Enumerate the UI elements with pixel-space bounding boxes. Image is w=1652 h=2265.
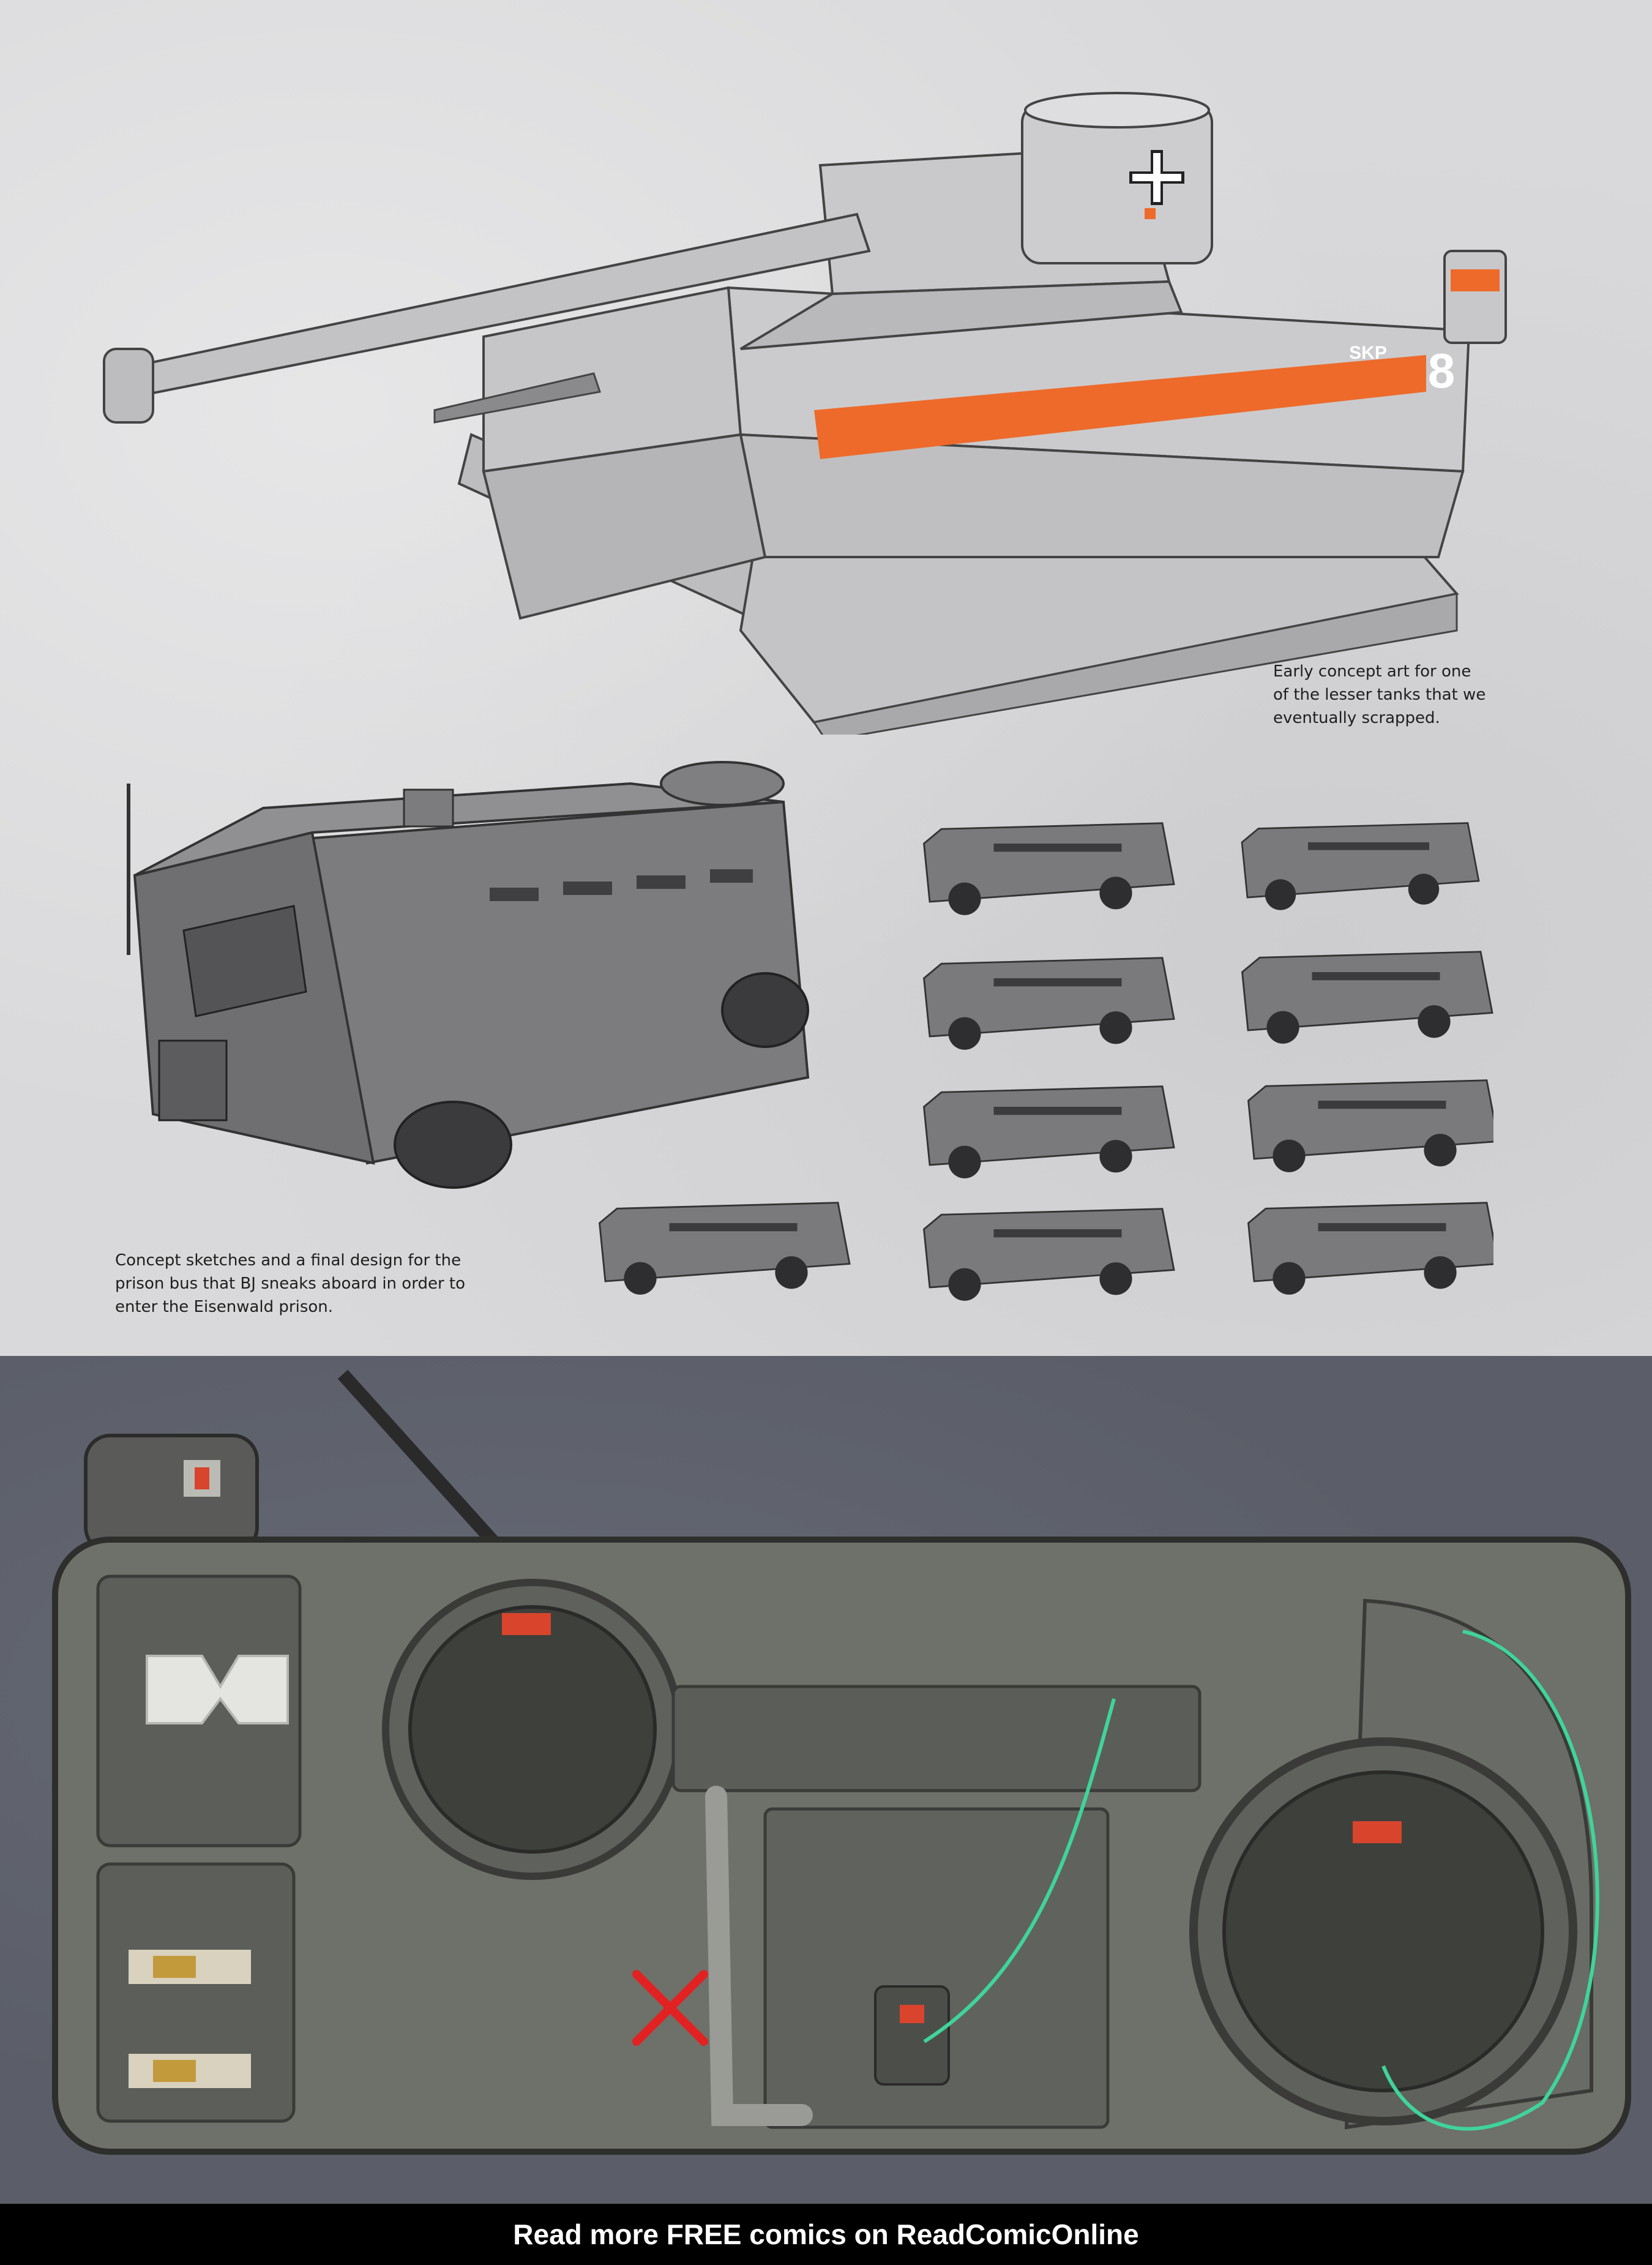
tank-hull-marking: SKP bbox=[1349, 343, 1387, 363]
bus-sketch-grid bbox=[599, 822, 1493, 1302]
bus-sketch-5 bbox=[923, 1085, 1175, 1180]
bus-sketch-6 bbox=[1247, 1079, 1493, 1174]
bus-caption: Concept sketches and a final design for … bbox=[115, 1251, 465, 1316]
bus-topdown-illustration bbox=[52, 1369, 1631, 2155]
bus-sketch-3 bbox=[923, 957, 1175, 1051]
bus-sketch-7 bbox=[599, 1202, 851, 1296]
tank-hull-number: 8 bbox=[1427, 343, 1456, 398]
bus-sketch-8 bbox=[923, 1208, 1175, 1302]
tank-caption: Early concept art for one of the lesser … bbox=[1273, 662, 1486, 727]
footer-text[interactable]: Read more FREE comics on ReadComicOnline bbox=[513, 2218, 1139, 2250]
prison-bus-render bbox=[127, 761, 810, 1189]
bus-sketch-1 bbox=[923, 822, 1175, 916]
tank-concept-art bbox=[103, 92, 1507, 735]
footer-banner[interactable]: Read more FREE comics on ReadComicOnline bbox=[0, 2204, 1652, 2265]
bus-sketch-9 bbox=[1247, 1202, 1493, 1296]
bus-sketch-4 bbox=[1241, 951, 1493, 1045]
bus-sketch-2 bbox=[1241, 822, 1480, 912]
bus-topdown-render bbox=[0, 1356, 1652, 2204]
